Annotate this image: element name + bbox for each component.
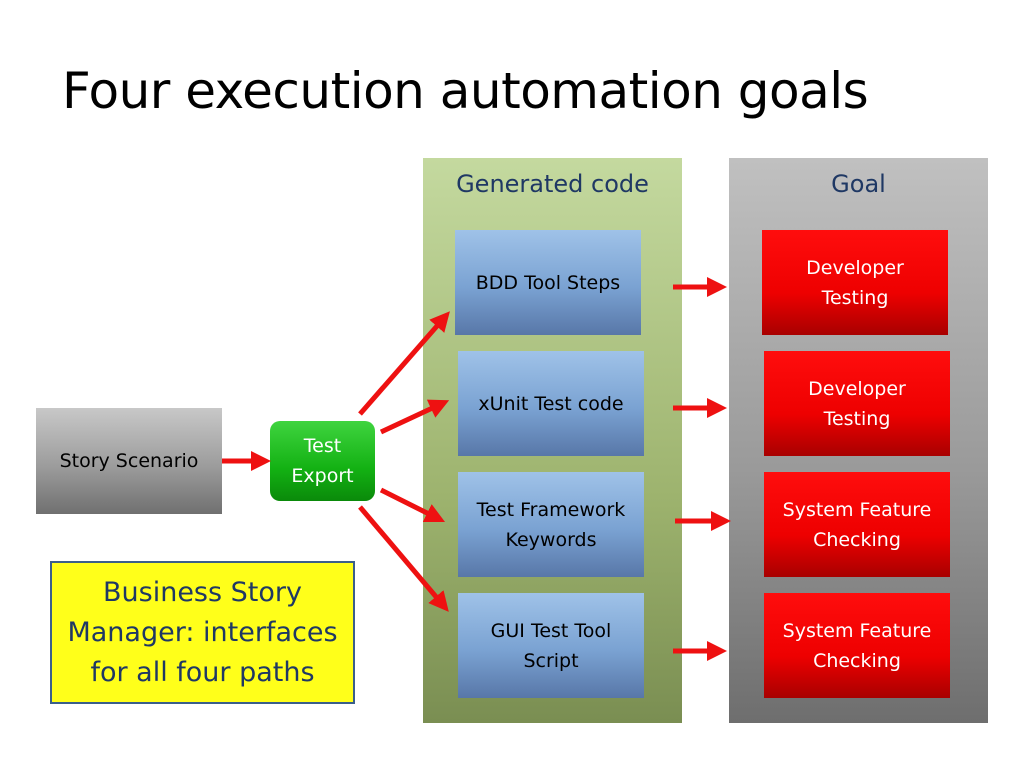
goal-title: Goal (831, 170, 886, 198)
goal-box-line: Developer (806, 256, 904, 279)
gen-box-line: GUI Test Tool (490, 619, 612, 642)
generated-code-title: Generated code (456, 170, 649, 198)
goal-box-line: Testing (823, 407, 891, 430)
gen-box-line: Script (523, 649, 579, 672)
gen-box-line: Test Framework (476, 498, 626, 521)
test-export-line: Export (291, 465, 354, 487)
gen-box-line: BDD Tool Steps (475, 271, 621, 294)
test-export-line: Test (303, 435, 342, 457)
arrow-export-to-gui (358, 505, 449, 612)
gen-box-xunit-test-code: xUnit Test code (458, 351, 644, 456)
gen-box-bdd-tool-steps: BDD Tool Steps (455, 230, 641, 335)
bsm-line: Manager: interfaces (67, 616, 338, 648)
arrow-export-to-xunit (379, 399, 450, 435)
arrow-export-to-framework (379, 487, 446, 523)
bsm-line: Business Story (103, 576, 302, 608)
arrow-export-to-bdd (358, 311, 450, 416)
goal-box-line: System Feature (782, 498, 932, 521)
goal-box-line: Developer (808, 377, 906, 400)
goal-box-line: Testing (821, 286, 889, 309)
story-scenario-box: Story Scenario (36, 408, 222, 514)
bsm-line: for all four paths (90, 656, 315, 688)
slide-title: Four execution automation goals (62, 62, 869, 120)
goal-box-line: Checking (813, 528, 901, 551)
gen-box-line: xUnit Test code (478, 392, 624, 415)
goal-box-line: Checking (813, 649, 901, 672)
gen-box-line: Keywords (505, 528, 597, 551)
goal-box-line: System Feature (782, 619, 932, 642)
